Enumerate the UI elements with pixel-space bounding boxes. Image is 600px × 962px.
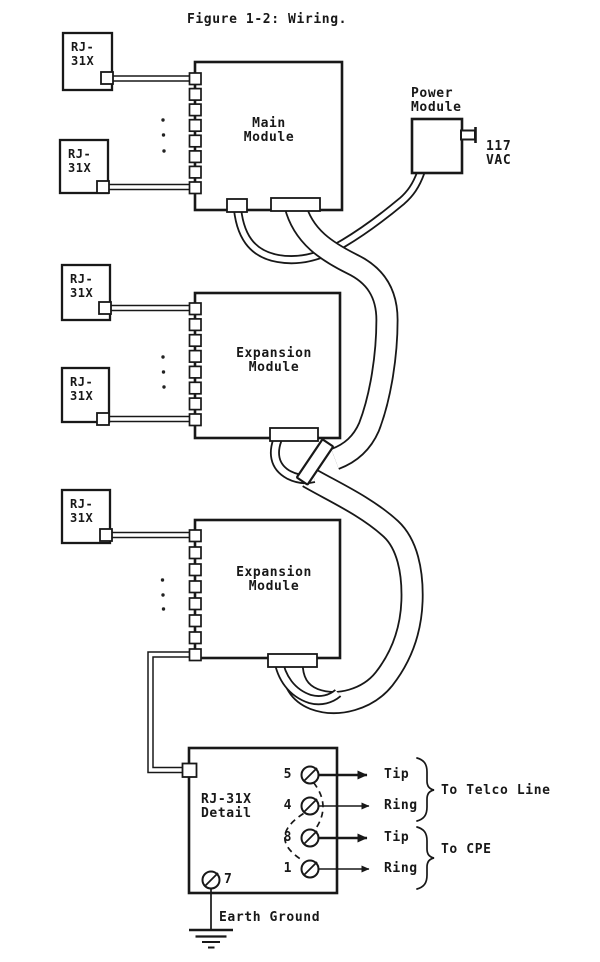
earth-ground-label: Earth Ground [219, 910, 321, 925]
pin-label-7: 7 [224, 872, 233, 887]
power-plug-prong [460, 129, 476, 141]
signal-label-ring-cpe: Ring [384, 861, 418, 876]
cpe-group-label: To CPE [441, 842, 492, 857]
expansion-module-2-label: Expansion Module [236, 565, 312, 594]
expansion1-ports [188, 302, 202, 427]
signal-label-ring-telco: Ring [384, 798, 418, 813]
main-module-ports [188, 72, 202, 195]
dashed-jumper-4-1 [284, 812, 304, 862]
pin-label-4: 4 [283, 798, 292, 813]
expansion2-pigtail-cable [273, 657, 342, 706]
expansion1-bottom-connector [269, 427, 319, 442]
signal-label-tip-cpe: Tip [384, 830, 410, 845]
rj31x-label: RJ- 31X [68, 147, 92, 175]
rj31x-label: RJ- 31X [70, 497, 94, 525]
signal-label-tip-telco: Tip [384, 767, 410, 782]
pin-label-1: 1 [283, 861, 292, 876]
figure-title: Figure 1-2: Wiring. [186, 12, 348, 27]
brace-telco-line [416, 757, 435, 822]
rj31x-label: RJ- 31X [70, 272, 94, 300]
dashed-jumper-5-8 [312, 781, 324, 831]
expansion2-bottom-connector [267, 653, 318, 668]
inline-plug [296, 438, 334, 486]
terminal-arrows [319, 770, 370, 873]
main-expansion-connector [270, 197, 321, 212]
pin-label-5: 5 [283, 767, 292, 782]
rj31x-label: RJ- 31X [70, 375, 94, 403]
rj31x-label-line1: RJ- [71, 40, 95, 54]
main-module-label: Main Module [243, 116, 295, 145]
more-jacks-dots [160, 118, 166, 611]
brace-cpe [416, 826, 435, 890]
rj31x-label-line2: 31X [71, 53, 95, 68]
detail-left-connector [181, 762, 198, 778]
main-module-box [193, 60, 344, 212]
ribbon-cable-main-to-plug [283, 201, 399, 470]
power-module-box [410, 117, 477, 175]
screw-terminals [201, 765, 320, 890]
voltage-label: 117 VAC [486, 139, 512, 168]
rj31x-wire-pairs [104, 75, 192, 774]
pin-label-8: 8 [283, 830, 292, 845]
detail-title: RJ-31X Detail [201, 792, 252, 821]
expansion-module-1-box [193, 291, 342, 440]
power-cable [232, 170, 426, 265]
expansion2-to-detail-wire [147, 651, 192, 774]
expansion2-ports [188, 529, 202, 662]
telco-line-group-label: To Telco Line [441, 783, 551, 798]
expansion-module-2-box [193, 518, 342, 660]
rj31x-label: RJ- 31X [71, 40, 95, 68]
earth-ground-symbol [189, 888, 233, 949]
expansion-module-1-label: Expansion Module [236, 346, 312, 375]
rj31x-jack-boxes [58, 31, 114, 545]
power-module-label: Power Module [411, 86, 462, 115]
main-power-connector [226, 198, 248, 213]
